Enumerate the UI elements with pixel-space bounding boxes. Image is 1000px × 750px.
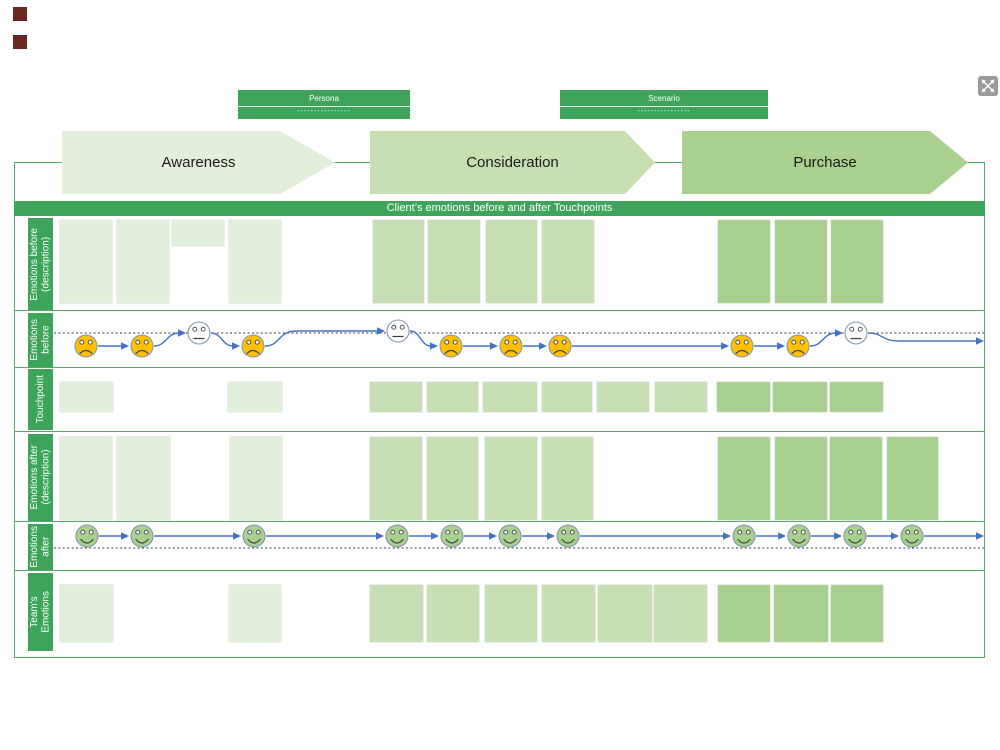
stage-arrow-purchase: Purchase [682, 131, 968, 194]
emotions-after-description-box [830, 437, 882, 520]
teams-emotions-box [370, 585, 423, 642]
touchpoint-box [717, 382, 770, 412]
stage-label: Purchase [793, 154, 857, 171]
sidebar-label-text: Emotions before (description) [29, 227, 52, 301]
teams-emotions-box [485, 585, 537, 642]
sidebar-label-teams-emotions: Team's Emotions [28, 573, 53, 651]
touchpoint-box [483, 382, 537, 412]
touchpoint-box [830, 382, 883, 412]
teams-emotions-box [598, 585, 652, 642]
emotions-before-description-box [718, 220, 770, 303]
teams-emotions-box [718, 585, 770, 642]
row-separator [14, 310, 985, 311]
persona-placeholder: ---------------- [238, 106, 410, 119]
journey-banner: Client’s emotions before and after Touch… [14, 201, 985, 216]
sidebar-label-text: Emotions after [29, 526, 52, 568]
teams-emotions-box [60, 585, 113, 642]
teams-emotions-box [229, 585, 281, 642]
touchpoint-box [228, 382, 282, 412]
touchpoint-box [655, 382, 707, 412]
emotions-after-description-box [60, 437, 112, 520]
stage-arrow-consideration: Consideration [370, 131, 655, 194]
emotions-after-description-box [887, 437, 938, 520]
sidebar-label-emotions-before-description: Emotions before (description) [28, 218, 53, 310]
emotions-after-description-box [775, 437, 827, 520]
emotions-before-description-box [172, 220, 224, 246]
teams-emotions-box [774, 585, 828, 642]
expand-icon[interactable] [978, 76, 998, 96]
sidebar-label-text: Emotions before [29, 319, 52, 361]
sidebar-label-emotions-after-description: Emotions after (description) [28, 434, 53, 521]
sidebar-label-text: Emotions after (description) [29, 445, 52, 510]
touchpoint-box [370, 382, 422, 412]
persona-card: Persona ---------------- [238, 90, 410, 119]
stage-label: Awareness [161, 154, 236, 171]
emotions-before-description-box [60, 220, 112, 303]
emotions-after-description-box [370, 437, 422, 520]
touchpoint-box [773, 382, 827, 412]
row-separator [14, 431, 985, 432]
emotions-before-description-box [229, 220, 281, 303]
row-separator [14, 521, 985, 522]
emotions-after-description-box [485, 437, 537, 520]
emotions-after-description-box [427, 437, 478, 520]
emotions-after-description-box [718, 437, 770, 520]
scenario-title: Scenario [648, 94, 680, 103]
touchpoint-box [542, 382, 592, 412]
emotions-after-description-box [230, 437, 282, 520]
emotions-before-description-box [542, 220, 594, 303]
teams-emotions-box [542, 585, 595, 642]
stage-arrow-awareness: Awareness [62, 131, 335, 194]
corner-mark [13, 7, 27, 21]
touchpoint-box [597, 382, 649, 412]
touchpoint-box [427, 382, 478, 412]
emotions-before-description-box [428, 220, 480, 303]
sidebar-label-touchpoint: Touchpoint [28, 369, 53, 430]
emotions-before-description-box [831, 220, 883, 303]
sidebar-label-emotions-after: Emotions after [28, 524, 53, 570]
persona-title: Persona [309, 94, 339, 103]
sidebar-label-emotions-before: Emotions before [28, 313, 53, 367]
emotions-before-description-box [486, 220, 537, 303]
sidebar-label-text: Touchpoint [34, 375, 46, 424]
teams-emotions-box [427, 585, 479, 642]
stage-label: Consideration [466, 154, 559, 171]
touchpoint-box [60, 382, 113, 412]
expand-arrows-glyph [981, 79, 995, 93]
teams-emotions-box [654, 585, 707, 642]
teams-emotions-box [831, 585, 883, 642]
scenario-card: Scenario ---------------- [560, 90, 768, 119]
emotions-after-description-box [117, 437, 170, 520]
emotions-before-description-box [373, 220, 424, 303]
emotions-before-description-box [775, 220, 827, 303]
row-separator [14, 570, 985, 571]
scenario-placeholder: ---------------- [560, 106, 768, 119]
row-separator [14, 367, 985, 368]
emotions-after-description-box [542, 437, 593, 520]
sidebar-label-text: Team's Emotions [29, 591, 52, 633]
corner-mark [13, 35, 27, 49]
emotions-before-description-box [117, 220, 169, 303]
